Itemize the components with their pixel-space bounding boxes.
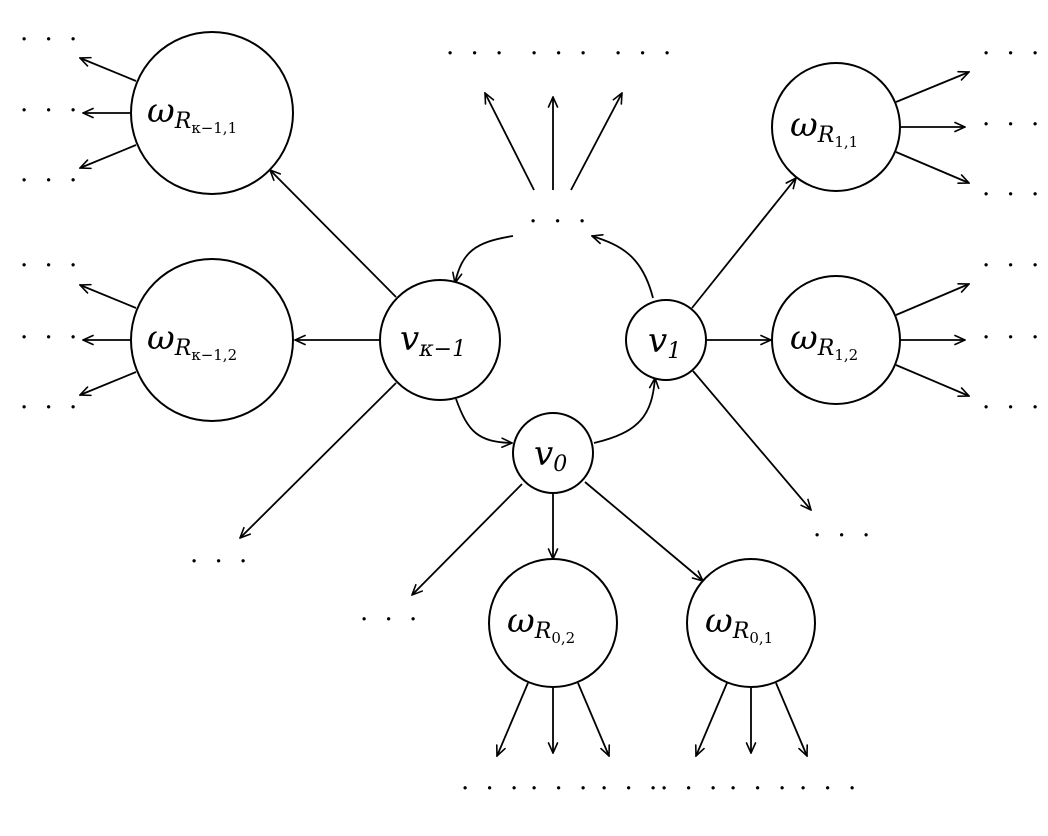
edge-v1-top-dots [592, 236, 654, 299]
ellipsis-bottom-5: · · · [729, 774, 790, 804]
node-v1: v1 [625, 299, 707, 381]
node-wR01-sub: R [732, 619, 750, 644]
svg-text:ωRκ−1,2: ωRκ−1,2 [147, 318, 237, 364]
node-v0-sub: 0 [553, 452, 567, 477]
ellipsis-right-5: · · · [982, 323, 1043, 353]
edge-vk1-v0 [455, 398, 512, 443]
node-wRk11-sub: R [174, 109, 192, 134]
node-wRk11: ωRκ−1,1 [130, 31, 294, 195]
node-vk1: vκ−1 [379, 279, 501, 401]
ellipsis-bottom-3: · · · [600, 774, 661, 804]
node-wRk12: ωRκ−1,2 [130, 258, 294, 422]
node-wRk12-subsub: κ−1,2 [191, 346, 237, 364]
edge-wRk11-out-3 [80, 144, 137, 168]
ellipses: · · · · · · · · · · · · · · · · · · · · … [20, 25, 1043, 804]
ellipsis-left-3: · · · [20, 166, 81, 196]
svg-text:v0: v0 [534, 434, 567, 477]
node-wRk11-subsub: κ−1,1 [191, 119, 237, 137]
edge-top-dots-vk1 [455, 235, 514, 283]
ellipsis-bottom-6: · · · [799, 774, 860, 804]
node-wRk12-sub: R [174, 336, 192, 361]
svg-text:vκ−1: vκ−1 [400, 319, 466, 362]
edge-wR11-out-1 [895, 72, 969, 103]
ellipsis-top-center: · · · [529, 207, 590, 237]
edge-v0-dots [412, 483, 523, 595]
ellipsis-left-1: · · · [20, 25, 81, 55]
node-wR11-base: ω [790, 105, 818, 145]
edge-wRk12-out-1 [80, 285, 137, 309]
svg-text:v1: v1 [648, 321, 681, 364]
node-wR02: ωR0,2 [488, 558, 618, 688]
edge-wR02-out-3 [577, 682, 609, 756]
ellipsis-right-6: · · · [982, 393, 1043, 423]
edge-wR12-out-3 [895, 364, 969, 396]
svg-text:ωR1,1: ωR1,1 [790, 105, 858, 151]
svg-text:ωR0,2: ωR0,2 [507, 601, 575, 647]
node-wR01-base: ω [705, 601, 733, 641]
ellipsis-vk1-branch: · · · [190, 547, 251, 577]
edge-vk1-dots [240, 382, 397, 538]
node-wR11-sub: R [817, 123, 835, 148]
ellipsis-top-1: · · · [446, 39, 507, 69]
node-wR11-subsub: 1,1 [834, 133, 858, 151]
ellipsis-top-3: · · · [614, 39, 675, 69]
edge-wRk11-out-1 [80, 58, 137, 82]
edge-vk1-wRk11 [270, 170, 397, 298]
edge-v1-wR11 [691, 178, 796, 309]
ellipsis-left-2: · · · [20, 96, 81, 126]
svg-text:ωR1,2: ωR1,2 [790, 318, 858, 364]
edge-wR02-out-1 [497, 682, 529, 756]
node-wRk12-base: ω [147, 318, 175, 358]
edge-v0-wR01 [584, 481, 703, 581]
node-wR12-base: ω [790, 318, 818, 358]
ellipsis-v0-branch: · · · [360, 605, 421, 635]
node-vk1-sub: κ−1 [418, 337, 466, 362]
edge-wR01-out-1 [696, 682, 728, 756]
ellipsis-right-4: · · · [982, 251, 1043, 281]
ellipsis-bottom-1: · · · [461, 774, 522, 804]
ellipsis-right-2: · · · [982, 110, 1043, 140]
ellipsis-v1-branch: · · · [813, 521, 874, 551]
node-v0-base: v [534, 434, 553, 474]
node-wR02-sub: R [534, 619, 552, 644]
node-wR12: ωR1,2 [771, 275, 901, 405]
edge-v1-dots [692, 370, 811, 510]
node-v1-sub: 1 [667, 339, 681, 364]
edge-v0-v1 [593, 378, 655, 444]
node-wR02-subsub: 0,2 [551, 629, 575, 647]
node-vk1-base: v [400, 319, 419, 359]
svg-text:ωR0,1: ωR0,1 [705, 601, 773, 647]
ellipsis-right-3: · · · [982, 180, 1043, 210]
ellipsis-left-4: · · · [20, 251, 81, 281]
node-wR02-base: ω [507, 601, 535, 641]
node-wR01: ωR0,1 [686, 558, 816, 688]
node-wR12-sub: R [817, 336, 835, 361]
edge-top-up-right [570, 93, 622, 191]
ellipsis-top-2: · · · [530, 39, 591, 69]
edge-wR12-out-1 [895, 284, 969, 316]
edge-wRk12-out-3 [80, 371, 137, 395]
edge-wR11-out-3 [895, 151, 969, 183]
node-v0: v0 [512, 412, 594, 494]
ellipsis-left-5: · · · [20, 323, 81, 353]
ellipsis-bottom-4: · · · [660, 774, 721, 804]
node-wR01-subsub: 0,1 [749, 629, 773, 647]
edge-wR01-out-3 [775, 682, 807, 756]
edges [80, 58, 969, 756]
svg-text:ωRκ−1,1: ωRκ−1,1 [147, 91, 237, 137]
edge-top-up-left [485, 93, 535, 191]
ellipsis-bottom-2: · · · [530, 774, 591, 804]
ellipsis-right-1: · · · [982, 39, 1043, 69]
ellipsis-left-6: · · · [20, 393, 81, 423]
nodes: v0 v1 vκ−1 ωR1,1 ωR1,2 [130, 31, 901, 688]
node-wR12-subsub: 1,2 [834, 346, 858, 364]
node-wR11: ωR1,1 [771, 62, 901, 192]
node-v1-base: v [648, 321, 667, 361]
node-wRk11-base: ω [147, 91, 175, 131]
